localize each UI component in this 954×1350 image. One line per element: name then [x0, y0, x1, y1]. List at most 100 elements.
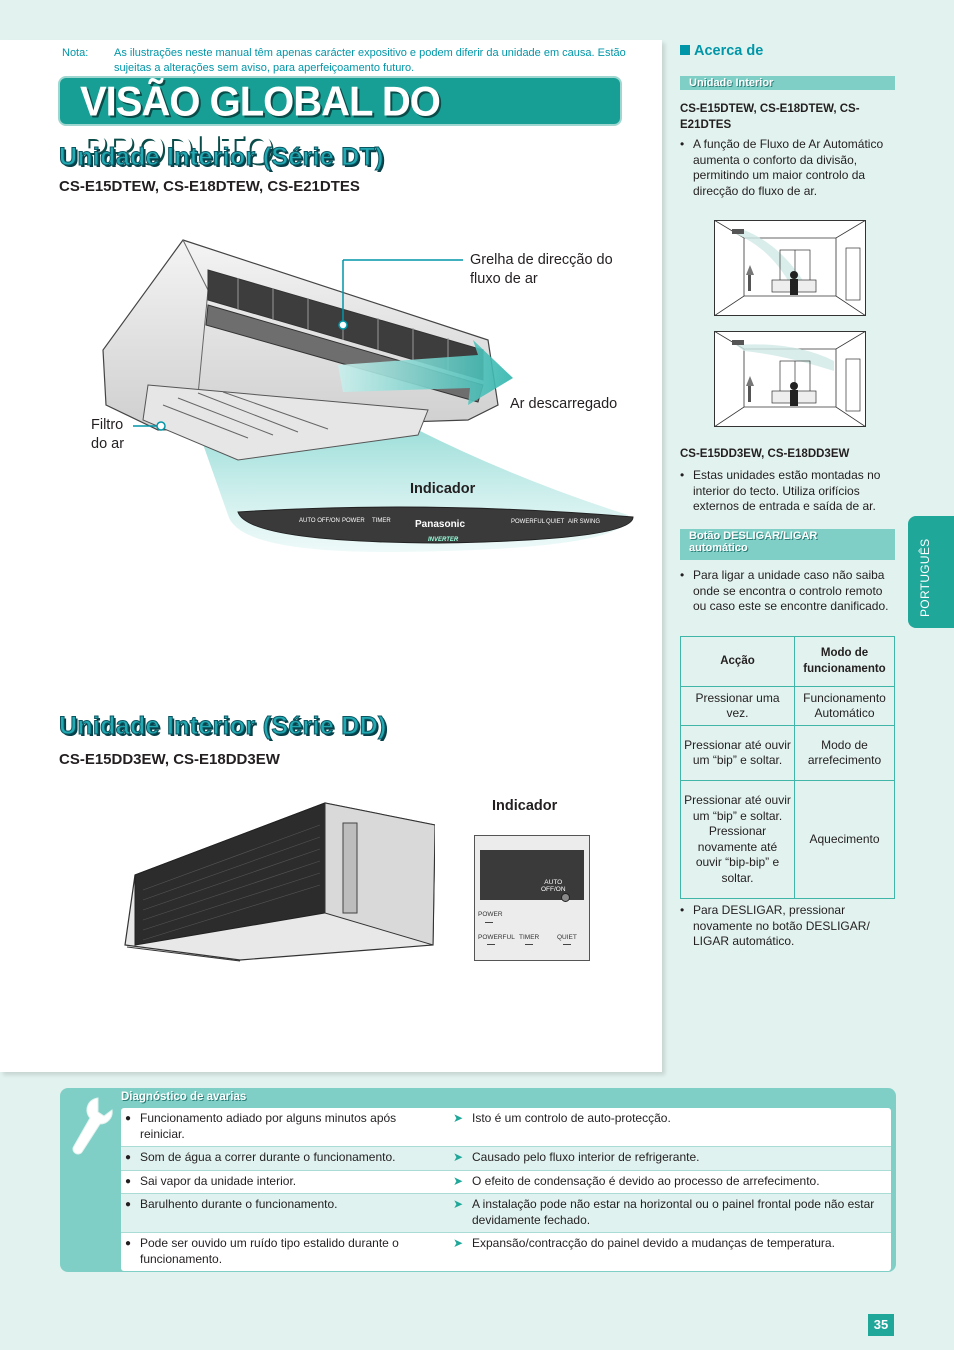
side-dd-bullet-text: Estas unidades estão montadas no interio…: [693, 468, 881, 513]
auto-off-on-button[interactable]: [561, 893, 570, 902]
room-airflow-diagram-1: [714, 220, 866, 316]
note-text: As ilustrações neste manual têm apenas c…: [114, 47, 626, 74]
side-dd-models: CS-E15DD3EW, CS-E18DD3EW: [680, 448, 850, 460]
table-row: Pressionar até ouvir um “bip” e soltar. …: [680, 725, 895, 781]
table-row: ● Barulhento durante o funcionamento. ➤ A …: [121, 1194, 891, 1233]
power-indicator-lamp: [485, 922, 493, 923]
side-button-bullet-text: Para ligar a unidade caso não saiba onde…: [693, 568, 889, 613]
callout-air: Ar descarregado: [510, 396, 618, 412]
language-tab: PORTUGUÊS: [908, 516, 954, 628]
table-row: Pressionar uma vez. Funcionamento Automá…: [680, 686, 895, 726]
table-row: ● Funcionamento adiado por alguns minutos…: [121, 1108, 891, 1147]
quiet-indicator-lamp: [563, 944, 571, 945]
dd-indicator-panel: AUTO OFF/ON POWER POWERFUL TIMER QUIET: [474, 835, 590, 961]
table-cell-mode: Aquecimento: [794, 780, 895, 899]
arrow-right-icon: ➤: [453, 1173, 464, 1188]
arrow-right-icon: ➤: [453, 1197, 464, 1211]
note-label: Nota:: [62, 47, 89, 59]
timer-indicator-lamp: [525, 944, 533, 945]
symptom-text: Pode ser ouvido um ruído tipo estalido d…: [140, 1236, 399, 1266]
callout-grille-line2: fluxo de ar: [470, 271, 538, 287]
page-number: 35: [868, 1314, 894, 1336]
arrow-right-icon: ➤: [453, 1111, 464, 1125]
bullet-icon: ●: [125, 1113, 132, 1124]
callout-grille: Grelha de direcção do fluxo de ar: [470, 251, 613, 289]
table-row: ● Som de água a correr durante o funciona…: [121, 1147, 891, 1171]
dd-unit-illustration: [124, 802, 435, 962]
bar-indoor-unit: Unidade Interior: [680, 76, 895, 90]
dd-panel-auto1: AUTO: [544, 879, 563, 886]
bar-auto-button: Botão DESLIGAR/LIGAR automático: [680, 529, 895, 560]
cause-text: A instalação pode não estar na horizonta…: [472, 1197, 875, 1227]
dd-panel-auto2: OFF/ON: [541, 886, 566, 893]
symptom-text: Funcionamento adiado por alguns minutos …: [140, 1111, 397, 1141]
table-row: ●Sai vapor da unidade interior. ➤O efeit…: [121, 1171, 891, 1194]
dt-panel-brand: Panasonic: [415, 519, 465, 530]
cause-text: Isto é um controlo de auto-protecção.: [472, 1111, 671, 1125]
bullet-icon: ●: [125, 1152, 132, 1163]
table-cell-action: Pressionar até ouvir um “bip” e soltar. …: [680, 780, 795, 899]
troubleshooting-list: ● Funcionamento adiado por alguns minutos…: [121, 1108, 891, 1271]
cause-text: Expansão/contracção do painel devido a m…: [472, 1236, 835, 1250]
dt-panel-inverter: INVERTER: [428, 537, 459, 543]
callout-grille-line1: Grelha de direcção do: [470, 252, 613, 268]
bullet-icon: ●: [125, 1199, 132, 1210]
dt-models: CS-E15DTEW, CS-E18DTEW, CS-E21DTES: [59, 178, 360, 195]
dd-panel-auto-label: AUTO OFF/ON: [541, 879, 566, 893]
table-header-mode: Modo de funcionamento: [794, 636, 895, 687]
table-cell-mode: Funcionamento Automático: [794, 686, 895, 726]
dt-panel-power: POWER: [342, 518, 365, 524]
side-dt-bullet: •A função de Fluxo de Ar Automático aume…: [680, 137, 895, 199]
powerful-indicator-lamp: [487, 944, 495, 945]
dd-panel-quiet: QUIET: [557, 934, 577, 941]
table-header-action: Acção: [680, 636, 795, 687]
page-title: VISÃO GLOBAL DO PRODUTO: [80, 78, 441, 173]
language-tab-text: PORTUGUÊS: [918, 538, 932, 618]
cause-text: O efeito de condensação é devido ao proc…: [472, 1173, 820, 1188]
side-off-bullet-text: Para DESLIGAR, pressionar novamente no b…: [693, 903, 870, 948]
table-row: Pressionar até ouvir um “bip” e soltar. …: [680, 780, 895, 899]
dt-section-heading: Unidade Interior (Série DT): [59, 143, 385, 172]
note: Nota: As ilustrações neste manual têm ap…: [62, 46, 642, 76]
dt-panel-quiet: QUIET: [546, 519, 565, 525]
bar-auto-button-line2: automático: [689, 542, 748, 554]
dt-panel-air-swing: AIR SWING: [568, 519, 600, 525]
dt-panel-auto: AUTO OFF/ON: [299, 518, 340, 524]
page-title-banner: VISÃO GLOBAL DO PRODUTO: [58, 76, 622, 172]
arrow-right-icon: ➤: [453, 1150, 464, 1164]
symptom-text: Barulhento durante o funcionamento.: [140, 1197, 338, 1211]
auto-button-table: Acção Modo de funcionamento Pressionar u…: [680, 636, 895, 899]
dd-models: CS-E15DD3EW, CS-E18DD3EW: [59, 751, 280, 768]
cause-text: Causado pelo fluxo interior de refrigera…: [472, 1150, 700, 1164]
side-dt-models: CS-E15DTEW, CS-E18DTEW, CS-E21DTES: [680, 103, 860, 131]
dt-panel-timer: TIMER: [372, 518, 391, 524]
room-airflow-diagram-2: [714, 331, 866, 427]
side-heading: Acerca de: [680, 43, 763, 59]
dd-panel-timer: TIMER: [519, 934, 540, 941]
table-cell-action: Pressionar até ouvir um “bip” e soltar.: [680, 725, 795, 781]
dd-panel-powerful: POWERFUL: [478, 934, 515, 941]
side-dd-bullet: •Estas unidades estão montadas no interi…: [680, 468, 895, 515]
dt-panel-powerful: POWERFUL: [511, 519, 546, 525]
side-off-bullet: •Para DESLIGAR, pressionar novamente no …: [680, 903, 895, 950]
callout-filter-line2: do ar: [91, 436, 125, 452]
wrench-icon: [72, 1097, 113, 1155]
callout-filter-line1: Filtro: [91, 417, 124, 433]
side-dt-bullet-text: A função de Fluxo de Ar Automático aumen…: [693, 137, 884, 198]
troubleshooting-title: Diagnóstico de avarias: [121, 1091, 247, 1103]
symptom-text: Sai vapor da unidade interior.: [140, 1173, 297, 1188]
table-cell-action: Pressionar uma vez.: [680, 686, 795, 726]
symptom-text: Som de água a correr durante o funcionam…: [140, 1150, 396, 1164]
arrow-right-icon: ➤: [453, 1236, 464, 1250]
dt-unit-illustration: AUTO OFF/ON POWER TIMER Panasonic INVERT…: [102, 239, 634, 552]
bar-auto-button-line1: Botão DESLIGAR/LIGAR: [689, 530, 818, 542]
dd-panel-display: [480, 850, 584, 900]
table-cell-mode: Modo de arrefecimento: [794, 725, 895, 781]
side-button-bullet: •Para ligar a unidade caso não saiba ond…: [680, 568, 895, 615]
dd-indicator-label: Indicador: [492, 798, 558, 814]
bullet-icon: ●: [125, 1238, 132, 1249]
square-bullet-icon: [680, 45, 690, 55]
dt-indicator-label: Indicador: [410, 481, 476, 497]
dd-section-heading: Unidade Interior (Série DD): [59, 712, 387, 741]
dd-panel-power: POWER: [478, 911, 503, 918]
